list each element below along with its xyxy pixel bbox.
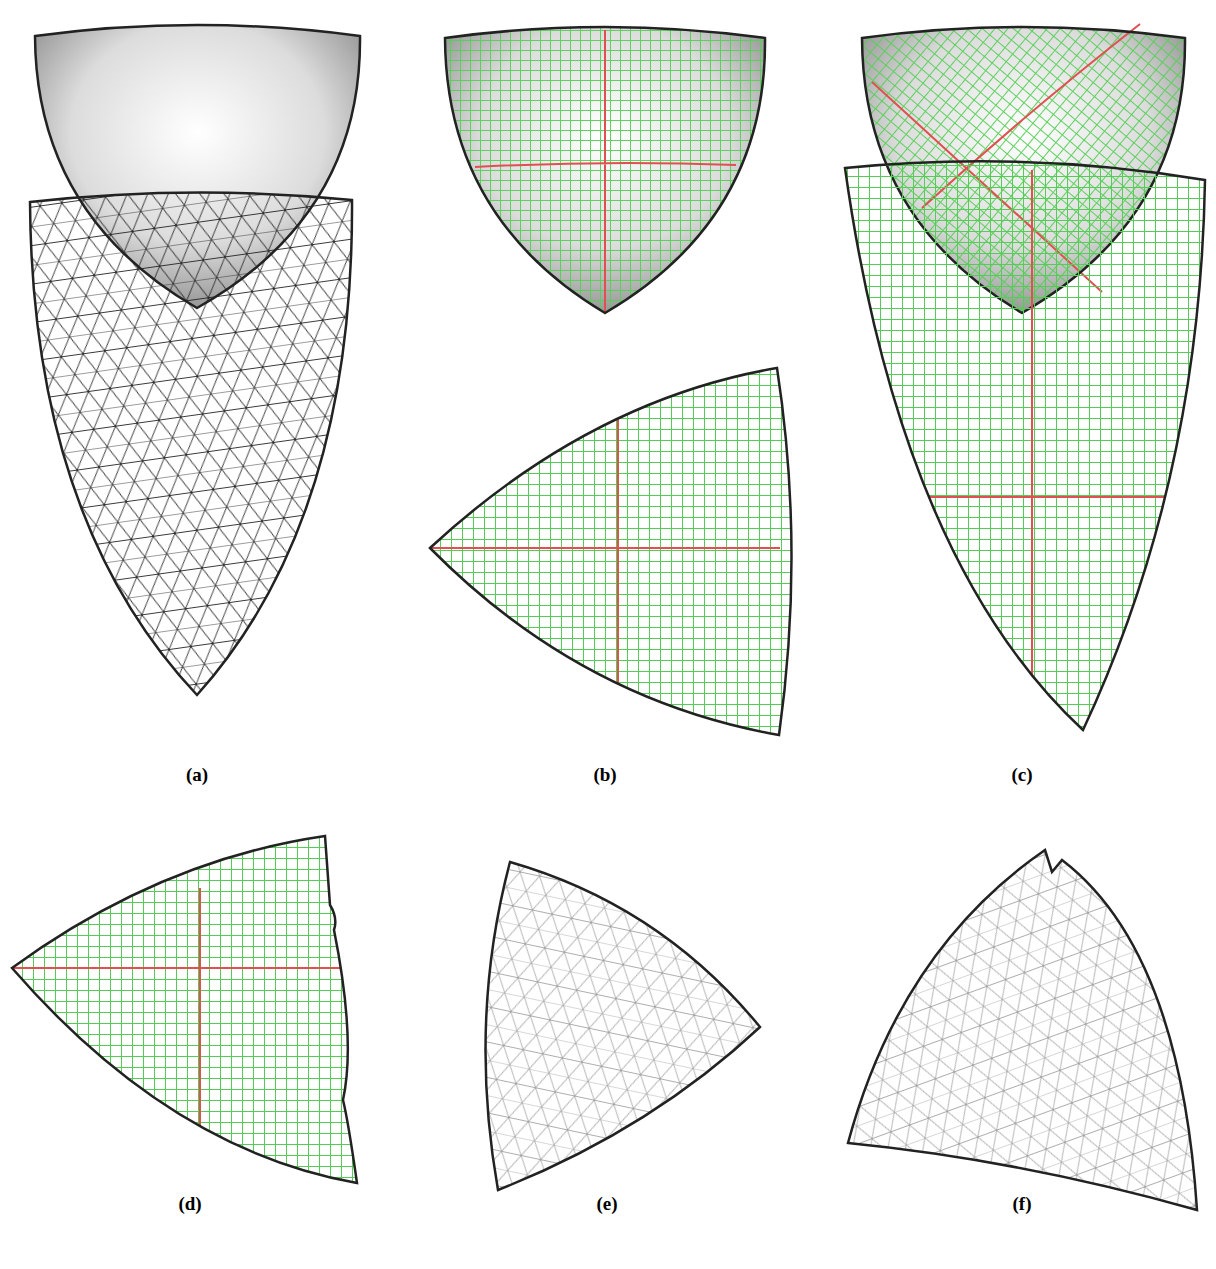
panel-label: (b) [593, 764, 616, 786]
flat-parameterization [5, 830, 365, 1190]
panel-label: (f) [1013, 1193, 1032, 1215]
gridded-surface [445, 27, 765, 313]
triangle-mesh [848, 850, 1197, 1210]
panel-label: (e) [596, 1193, 617, 1215]
triangle-mesh [486, 862, 761, 1190]
triangle-mesh [30, 192, 352, 695]
panel-label: (c) [1011, 764, 1032, 786]
panel-label: (d) [178, 1193, 201, 1215]
flat-parameterization [420, 360, 820, 750]
panel-label: (a) [186, 764, 208, 786]
flat-parameterization [840, 150, 1210, 740]
